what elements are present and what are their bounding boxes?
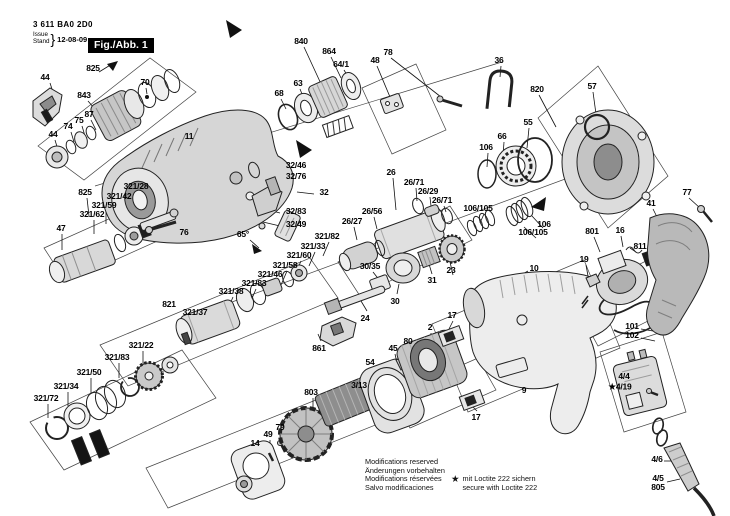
spindle-assembly-drawing — [48, 208, 179, 284]
mode-selector-drawing — [248, 161, 301, 242]
holder-861-drawing — [319, 316, 357, 347]
carbon-brush-drawing — [437, 325, 486, 411]
issue-stand-row: Issue Stand } 12-08-09 — [33, 31, 93, 47]
issue-stand-labels: Issue Stand — [33, 31, 50, 45]
handle-shell-drawing — [645, 213, 710, 336]
aux-handle-clamp-drawing — [32, 87, 63, 127]
ram-sleeve-drawing — [175, 264, 308, 346]
modifications-note-line: Modifications réservées — [365, 474, 442, 484]
striker-bearing-drawing — [277, 71, 362, 139]
issue-date: 12-08-09 — [57, 34, 88, 44]
hammer-spindle-drawing — [323, 234, 466, 316]
u-clip-drawing — [485, 69, 514, 109]
motor-housing-drawing — [462, 270, 617, 435]
modifications-note-line: Änderungen vorbehalten — [365, 465, 445, 475]
modifications-note-line: Modifications reserved — [365, 457, 439, 466]
hammer-cylinder-drawing — [338, 197, 453, 272]
screw-77-drawing — [697, 205, 713, 223]
detent-springs-drawing — [466, 196, 534, 237]
loctite-note: ★ mit Loctite 222 sichern secure with Lo… — [451, 474, 538, 492]
switch-assembly-drawing — [612, 348, 716, 516]
gearbox-flange-drawing — [477, 109, 655, 215]
modifications-note-line: Salvo modificaciones — [365, 482, 434, 492]
chuck-assembly-drawing — [45, 68, 181, 169]
brace-glyph: } — [50, 31, 56, 47]
star-icon: ★ — [451, 474, 460, 485]
gear-housing-drawing — [101, 109, 294, 244]
screw-76-drawing — [145, 220, 177, 234]
screw-78-drawing — [436, 95, 463, 108]
part-number: 3 611 BA0 2D0 — [33, 20, 93, 29]
clutch-spring-set-drawing — [45, 356, 179, 466]
figure-label: Fig./Abb. 1 — [88, 38, 154, 53]
loctite-note-text: mit Loctite 222 sichern secure with Loct… — [462, 474, 538, 492]
direction-arrows — [107, 20, 546, 254]
bracket-48-drawing — [379, 93, 404, 114]
field-stator-drawing — [396, 329, 468, 399]
drawing-header: 3 611 BA0 2D0 Issue Stand } 12-08-09 — [33, 20, 93, 47]
